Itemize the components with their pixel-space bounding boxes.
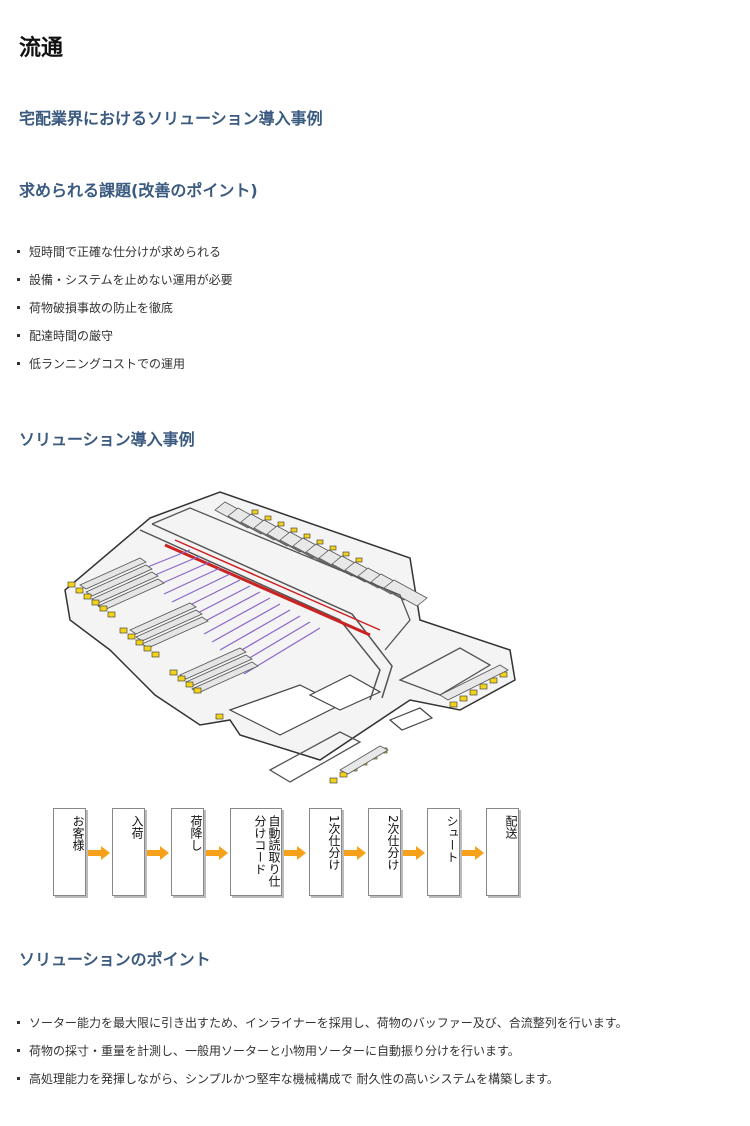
list-item: 荷物破損事故の防止を徹底 xyxy=(17,294,233,322)
flow-arrow-icon xyxy=(403,846,425,860)
flow-step-primary-sort: 1次仕分け xyxy=(309,808,342,896)
issues-list: 短時間で正確な仕分けが求められる 設備・システムを止めない運用が必要 荷物破損事… xyxy=(17,238,233,378)
flow-step-secondary-sort: 2次仕分け xyxy=(368,808,401,896)
list-item: 高処理能力を発揮しながら、シンプルかつ堅牢な機械構成で 耐久性の高いシステムを構… xyxy=(17,1065,628,1093)
bullet-icon xyxy=(17,250,20,253)
bullet-icon xyxy=(17,362,20,365)
list-item: 配達時間の厳守 xyxy=(17,322,233,350)
lower-chute-row xyxy=(339,664,509,775)
solution-heading: ソリューション導入事例 xyxy=(19,430,195,449)
right-loop-conveyor xyxy=(398,647,492,696)
induction-lanes xyxy=(79,557,259,694)
case-heading: 宅配業界におけるソリューション導入事例 xyxy=(19,109,323,128)
main-conveyor-loop xyxy=(139,523,393,701)
flow-step-delivery: 配送 xyxy=(486,808,519,896)
list-item: 低ランニングコストでの運用 xyxy=(17,350,233,378)
bullet-icon xyxy=(17,306,20,309)
return-conveyor xyxy=(151,507,411,651)
bullet-icon xyxy=(17,1021,20,1024)
flow-arrow-icon xyxy=(284,846,306,860)
points-heading: ソリューションのポイント xyxy=(19,950,211,969)
points-list: ソーター能力を最大限に引き出すため、インライナーを採用し、荷物のバッファー及び、… xyxy=(17,1009,628,1093)
bullet-icon xyxy=(17,334,20,337)
list-item: 荷物の採寸・重量を計測し、一般用ソーターと小物用ソーターに自動振り分けを行います… xyxy=(17,1037,628,1065)
list-item: 設備・システムを止めない運用が必要 xyxy=(17,266,233,294)
lower-loop-conveyor xyxy=(268,731,362,783)
list-item: ソーター能力を最大限に引き出すため、インライナーを採用し、荷物のバッファー及び、… xyxy=(17,1009,628,1037)
flow-step-customer: お客様 xyxy=(53,808,86,896)
bullet-icon xyxy=(17,278,20,281)
bullet-icon xyxy=(17,1049,20,1052)
flow-arrow-icon xyxy=(88,846,110,860)
flow-arrow-icon xyxy=(462,846,484,860)
flow-step-chute: シュート xyxy=(427,808,460,896)
flow-arrow-icon xyxy=(206,846,228,860)
page-title: 流通 xyxy=(19,36,64,61)
platform xyxy=(308,674,382,711)
flow-step-unloading: 荷降し xyxy=(171,808,204,896)
sorter-layout-illustration xyxy=(64,491,516,784)
bullet-icon xyxy=(17,1077,20,1080)
flow-step-auto-read: 自動読取り仕分けコード xyxy=(230,808,282,896)
list-item: 短時間で正確な仕分けが求められる xyxy=(17,238,233,266)
platform xyxy=(388,707,434,731)
flow-arrow-icon xyxy=(147,846,169,860)
flow-step-receiving: 入荷 xyxy=(112,808,145,896)
primary-sorter-line xyxy=(174,539,381,631)
flow-arrow-icon xyxy=(344,846,366,860)
upper-chute-row xyxy=(214,501,428,607)
primary-sorter-line xyxy=(164,543,371,637)
issues-heading: 求められる課題(改善のポイント) xyxy=(19,181,258,200)
